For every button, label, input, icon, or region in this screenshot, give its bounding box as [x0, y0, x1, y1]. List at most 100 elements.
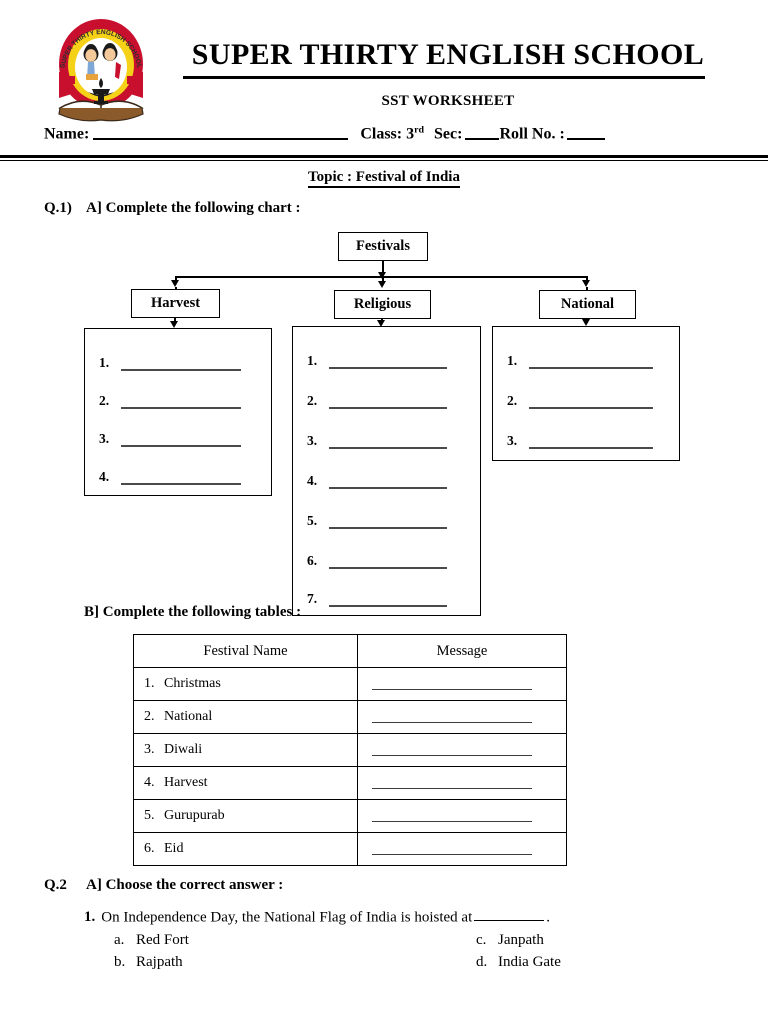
list-item-number: 2.	[507, 393, 518, 408]
list-item-blank[interactable]	[329, 555, 447, 569]
list-item-blank[interactable]	[121, 471, 241, 485]
festival-message-table: Festival Name Message 1.Christmas 2.Nati…	[133, 634, 567, 866]
table-col-festival-name: Festival Name	[133, 634, 358, 668]
connector-national-arrow	[582, 319, 590, 326]
list-item: 3.	[307, 433, 447, 449]
q2-option-c-text: Janpath	[498, 932, 544, 948]
connector-mid-arrow	[378, 281, 386, 288]
q2-option-a-label: a.	[114, 932, 125, 948]
message-blank[interactable]	[372, 744, 532, 756]
q2-question-1-text-end: .	[546, 909, 551, 926]
q2-option-d-label: d.	[476, 954, 488, 970]
list-item-blank[interactable]	[529, 435, 653, 449]
row-index: 1.	[144, 676, 155, 691]
list-item: 3.	[507, 433, 653, 449]
connector-right-arrow	[582, 280, 590, 287]
chart-node-harvest: Harvest	[131, 289, 220, 318]
q2-option-b-text: Rajpath	[136, 954, 183, 970]
list-item-blank[interactable]	[529, 355, 653, 369]
list-item: 2.	[307, 393, 447, 409]
list-item: 2.	[507, 393, 653, 409]
connector-left-drop	[175, 276, 177, 282]
q2-question-1-text: On Independence Day, the National Flag o…	[101, 909, 473, 926]
q2-question-1: 1.On Independence Day, the National Flag…	[84, 909, 550, 926]
row-festival-name: Gurupurab	[164, 808, 225, 823]
q2-option-b[interactable]: b.Rajpath	[114, 954, 183, 971]
row-index: 4.	[144, 775, 155, 790]
sec-input-blank[interactable]	[465, 124, 500, 140]
list-item-blank[interactable]	[121, 395, 241, 409]
list-item-blank[interactable]	[329, 395, 447, 409]
connector-left-arrow	[171, 280, 179, 287]
roll-input-blank[interactable]	[566, 124, 605, 140]
table-cell-message[interactable]	[357, 832, 567, 866]
header-rule-thin	[0, 160, 768, 161]
row-festival-name: Harvest	[164, 775, 208, 790]
table-row: 2.National	[133, 700, 567, 734]
list-item: 1.	[507, 353, 653, 369]
list-item-number: 5.	[307, 513, 318, 528]
q2-part-a-label: A] Choose the correct answer :	[86, 877, 284, 893]
chart-listbox-harvest: 1. 2. 3. 4.	[84, 328, 272, 496]
row-index: 6.	[144, 841, 155, 856]
chart-node-religious-label: Religious	[353, 296, 412, 313]
list-item: 5.	[307, 513, 447, 529]
q2-option-d-text: India Gate	[498, 954, 561, 970]
list-item-blank[interactable]	[329, 355, 447, 369]
q2-option-c[interactable]: c. Janpath	[476, 932, 544, 949]
chart-node-religious: Religious	[334, 290, 431, 319]
table-cell-festival: 5. Gurupurab	[133, 799, 358, 833]
list-item-blank[interactable]	[529, 395, 653, 409]
message-blank[interactable]	[372, 843, 532, 855]
table-cell-message[interactable]	[357, 766, 567, 800]
list-item-blank[interactable]	[329, 515, 447, 529]
list-item-number: 3.	[507, 433, 518, 448]
chart-node-national-label: National	[560, 296, 615, 313]
name-label: Name:	[44, 125, 90, 143]
table-cell-festival: 1.Christmas	[133, 667, 358, 701]
list-item-blank[interactable]	[329, 475, 447, 489]
connector-harvest-arrow	[170, 321, 178, 328]
list-item-number: 3.	[99, 431, 110, 446]
table-cell-message[interactable]	[357, 667, 567, 701]
message-blank[interactable]	[372, 678, 532, 690]
list-item: 2.	[99, 393, 241, 409]
table-cell-festival: 2.National	[133, 700, 358, 734]
connector-root-stem	[382, 261, 384, 274]
list-item: 3.	[99, 431, 241, 447]
list-item-blank[interactable]	[329, 593, 447, 607]
q2-question-1-blank[interactable]	[474, 909, 545, 922]
chart-listbox-national: 1. 2. 3.	[492, 326, 680, 461]
chart-node-festivals-label: Festivals	[356, 238, 410, 255]
list-item-blank[interactable]	[329, 435, 447, 449]
row-index: 5.	[144, 808, 155, 823]
q1-part-b-label: B] Complete the following tables :	[84, 604, 302, 620]
chart-node-national: National	[539, 290, 636, 319]
q2-option-c-label: c.	[476, 932, 487, 948]
message-blank[interactable]	[372, 711, 532, 723]
list-item: 7.	[307, 591, 447, 607]
class-value: 3	[406, 125, 415, 143]
name-input-blank[interactable]	[93, 124, 349, 140]
worksheet-subtitle: SST WORKSHEET	[381, 93, 515, 109]
connector-mid-drop	[382, 276, 384, 282]
list-item: 1.	[307, 353, 447, 369]
list-item: 4.	[307, 473, 447, 489]
q1-part-a-heading: Q.1)A] Complete the following chart :	[44, 200, 301, 217]
row-festival-name: National	[164, 709, 213, 724]
table-cell-message[interactable]	[357, 733, 567, 767]
message-blank[interactable]	[372, 777, 532, 789]
table-row: 1.Christmas	[133, 667, 567, 701]
q2-option-d[interactable]: d. India Gate	[476, 954, 561, 971]
list-item-blank[interactable]	[121, 433, 241, 447]
table-cell-message[interactable]	[357, 700, 567, 734]
list-item-number: 4.	[307, 473, 318, 488]
list-item-blank[interactable]	[121, 357, 241, 371]
q2-option-a[interactable]: a.Red Fort	[114, 932, 189, 949]
school-name-title: SUPER THIRTY ENGLISH SCHOOL	[191, 38, 705, 71]
table-cell-message[interactable]	[357, 799, 567, 833]
message-blank[interactable]	[372, 810, 532, 822]
